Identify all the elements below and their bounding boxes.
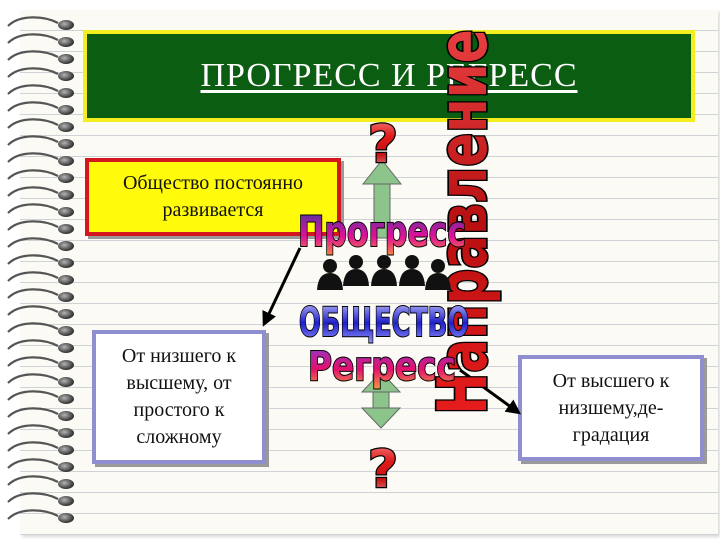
progress-definition-box: От низшего к высшему, от простого к слож…: [92, 330, 266, 464]
spiral-wire: [7, 509, 59, 520]
question-mark-top: ?: [368, 115, 398, 175]
spiral-wire: [7, 84, 59, 95]
spiral-hole: [58, 309, 74, 319]
society-develops-box: Общество постоянно развивается: [85, 158, 341, 236]
regress-definition-box: От высшего к низшему,де-градация: [518, 355, 704, 461]
spiral-hole: [58, 139, 74, 149]
spiral-wire: [7, 288, 59, 299]
spiral-wire: [7, 186, 59, 197]
people-silhouettes-icon: [317, 255, 451, 290]
title-banner: ПРОГРЕСС И РЕГРЕСС: [83, 30, 695, 122]
spiral-hole: [58, 343, 74, 353]
spiral-hole: [58, 224, 74, 234]
spiral-hole: [58, 54, 74, 64]
person-body: [425, 273, 451, 290]
spiral-hole: [58, 377, 74, 387]
spiral-hole: [58, 360, 74, 370]
spiral-hole: [58, 173, 74, 183]
society-develops-text: Общество постоянно развивается: [122, 172, 304, 221]
spiral-wire: [7, 390, 59, 401]
black-arrow-icon: [459, 368, 522, 415]
spiral-hole: [58, 445, 74, 455]
regress-definition-text: От высшего к низшему,де-градация: [552, 369, 670, 446]
spiral-wire: [7, 254, 59, 265]
spiral-wire: [7, 441, 59, 452]
society-wordart: ОБЩЕСТВО: [299, 300, 469, 346]
spiral-wire: [7, 305, 59, 316]
spiral-wire: [7, 271, 59, 282]
direction-wordart: Направление: [425, 29, 503, 414]
person-body: [317, 273, 343, 290]
double-arrow-icon: [361, 159, 403, 239]
spiral-hole: [58, 258, 74, 268]
person-head: [323, 259, 337, 273]
spiral-hole: [58, 37, 74, 47]
progress-definition-text: От низшего к высшему, от простого к слож…: [121, 345, 237, 448]
spiral-wire: [7, 237, 59, 248]
spiral-hole: [58, 207, 74, 217]
spiral-wire: [7, 373, 59, 384]
question-mark-bottom: ?: [368, 440, 398, 500]
spiral-hole: [58, 411, 74, 421]
person-body: [399, 269, 425, 286]
spiral-hole: [58, 496, 74, 506]
spiral-hole: [58, 105, 74, 115]
spiral-hole: [58, 190, 74, 200]
spiral-wire: [7, 135, 59, 146]
spiral-hole: [58, 71, 74, 81]
person-head: [405, 255, 419, 269]
spiral-hole: [58, 479, 74, 489]
person-body: [371, 269, 397, 286]
spiral-hole: [58, 326, 74, 336]
spiral-wire: [7, 152, 59, 163]
black-arrow-icon: [262, 247, 302, 327]
spiral-wire: [7, 16, 59, 27]
spiral-wire: [7, 356, 59, 367]
double-arrow-icon: [360, 371, 402, 429]
spiral-wire: [7, 203, 59, 214]
spiral-hole: [58, 292, 74, 302]
person-head: [349, 255, 363, 269]
spiral-wire: [7, 424, 59, 435]
spiral-hole: [58, 428, 74, 438]
spiral-wire: [7, 67, 59, 78]
spiral-hole: [58, 156, 74, 166]
person-head: [377, 255, 391, 269]
spiral-wire: [7, 492, 59, 503]
spiral-hole: [58, 20, 74, 30]
spiral-wire: [7, 339, 59, 350]
spiral-wire: [7, 50, 59, 61]
spiral-hole: [58, 394, 74, 404]
spiral-hole: [58, 275, 74, 285]
spiral-hole: [58, 122, 74, 132]
spiral-hole: [58, 88, 74, 98]
spiral-wire: [7, 101, 59, 112]
spiral-wire: [7, 118, 59, 129]
progress-wordart: Прогресс: [298, 207, 466, 256]
spiral-hole: [58, 513, 74, 523]
spiral-binding: [7, 16, 74, 523]
person-head: [431, 259, 445, 273]
spiral-hole: [58, 462, 74, 472]
spiral-wire: [7, 322, 59, 333]
spiral-wire: [7, 33, 59, 44]
spiral-wire: [7, 458, 59, 469]
slide-title: ПРОГРЕСС И РЕГРЕСС: [200, 57, 578, 94]
spiral-hole: [58, 241, 74, 251]
spiral-wire: [7, 407, 59, 418]
spiral-wire: [7, 475, 59, 486]
spiral-wire: [7, 220, 59, 231]
person-body: [343, 269, 369, 286]
regress-wordart: Регресс: [308, 344, 456, 390]
spiral-wire: [7, 169, 59, 180]
